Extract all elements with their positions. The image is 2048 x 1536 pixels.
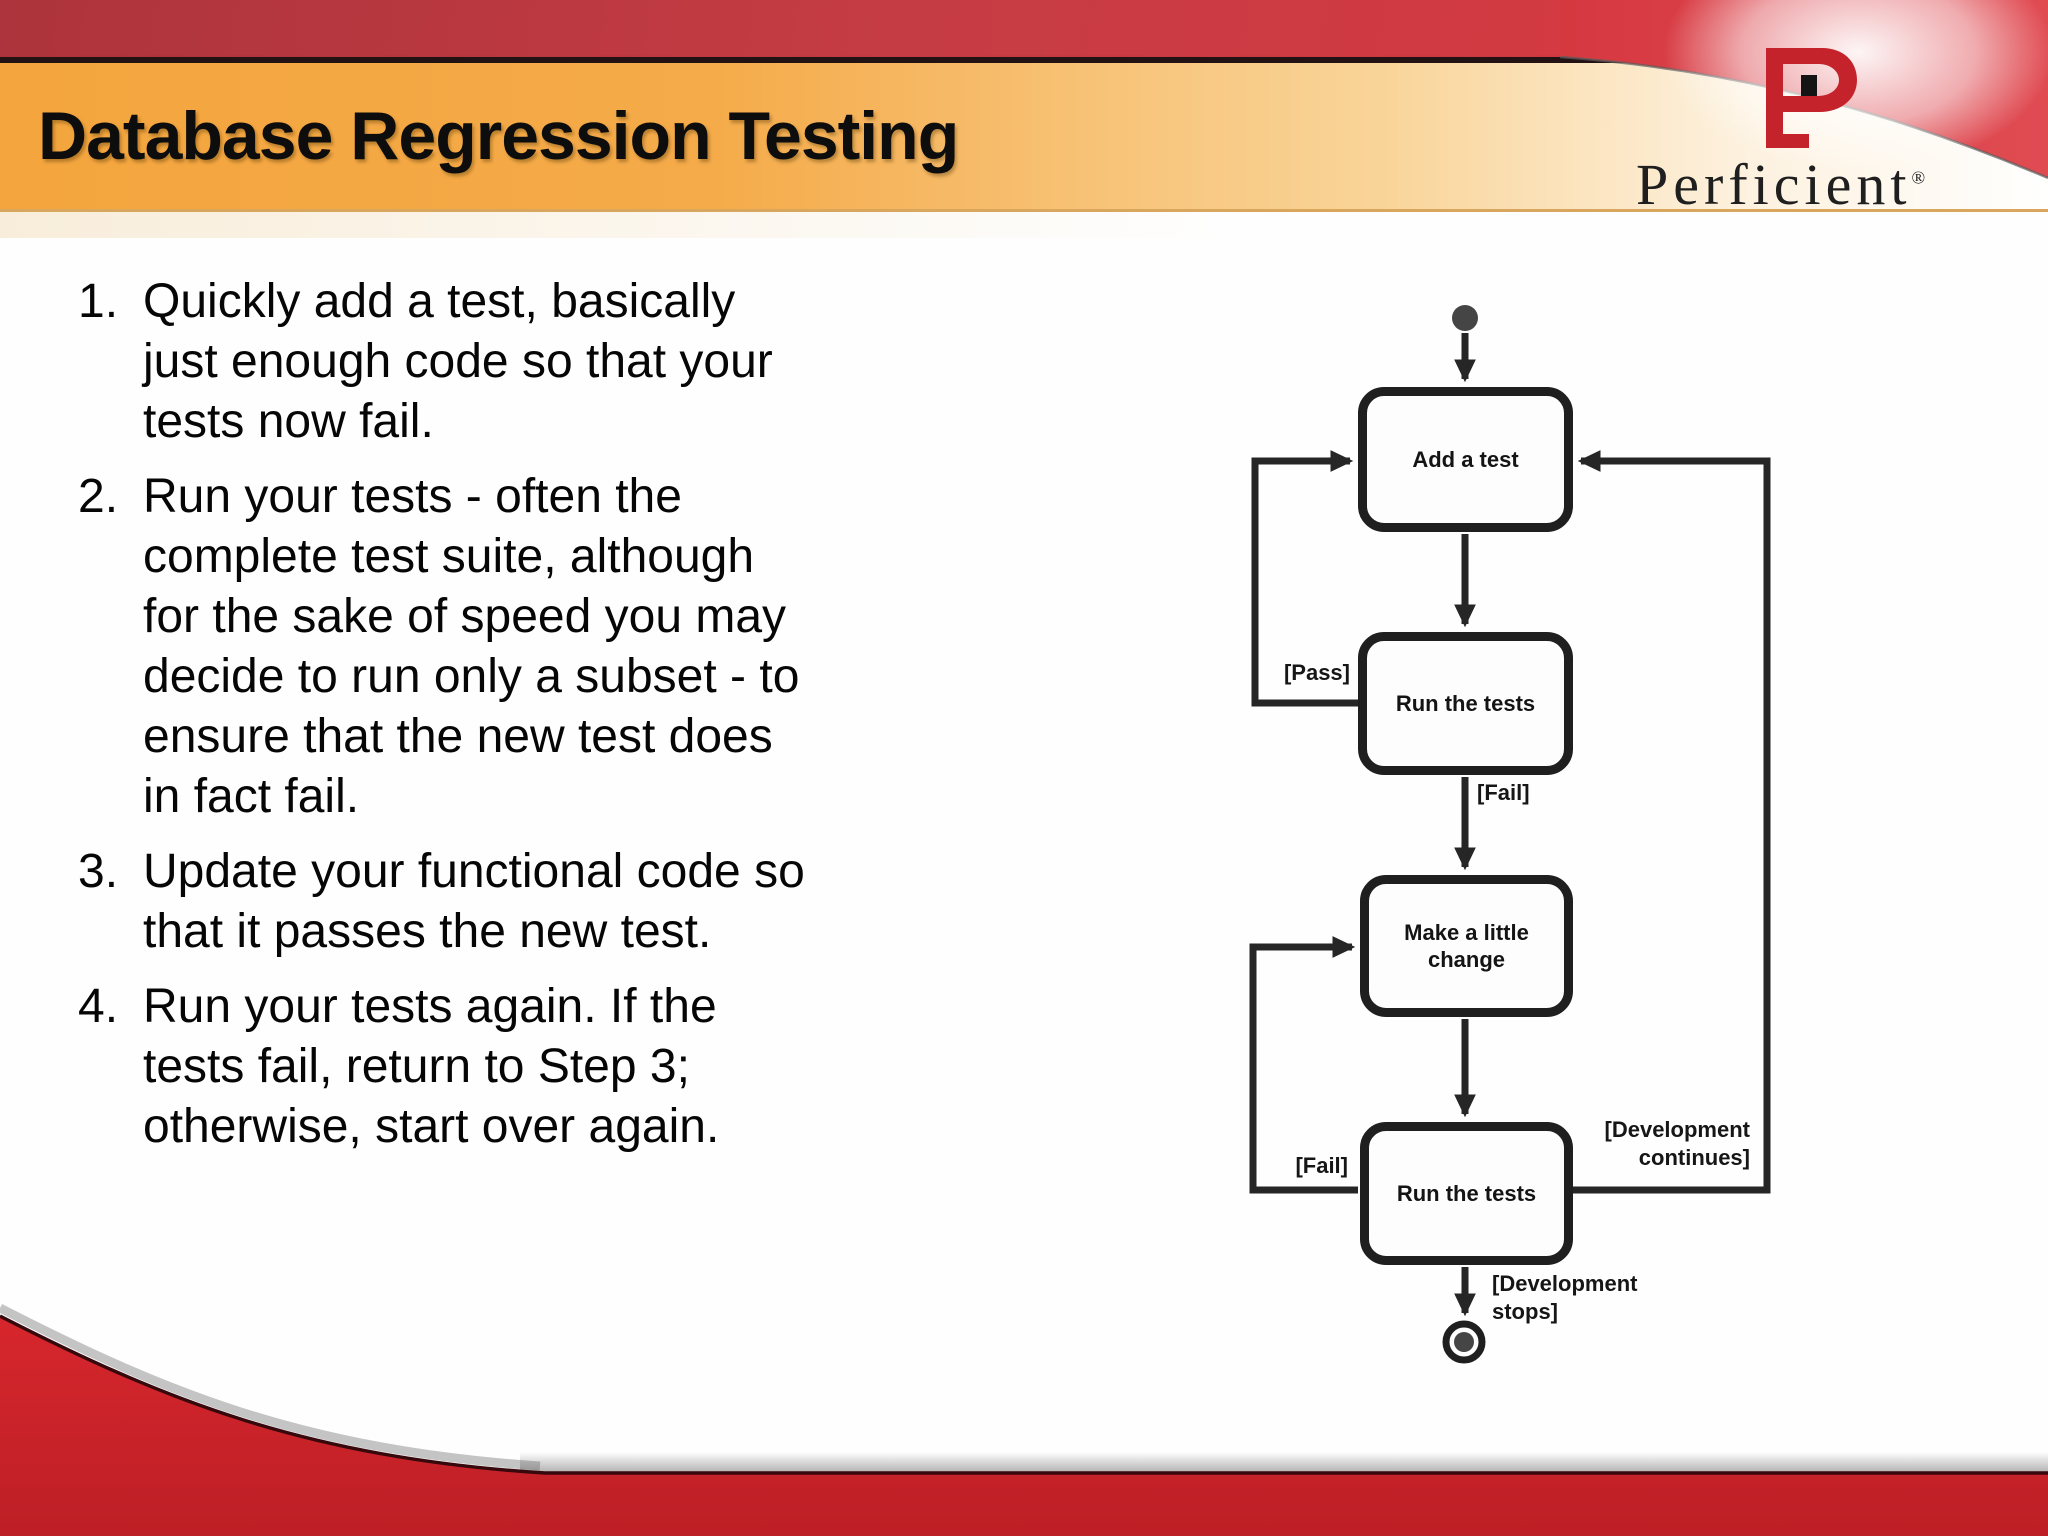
footer-shadow-strip [520, 1452, 2048, 1472]
registered-mark: ® [1911, 167, 1926, 188]
node-run-the-tests-1: Run the tests [1358, 632, 1573, 775]
list-item: 2. Run your tests - often the complete t… [78, 467, 1038, 827]
footer-curve-shadow [0, 1303, 541, 1471]
step-number: 2. [78, 470, 119, 523]
connector-development-continues [1573, 450, 1771, 1194]
step-text: Run your tests - often the complete test… [143, 470, 800, 823]
step-text: Quickly add a test, basically just enoug… [143, 275, 773, 448]
step-number: 3. [78, 845, 119, 898]
edge-label-development-continues: [Development continues] [1604, 1117, 1750, 1170]
step-number: 1. [78, 275, 119, 328]
title-bar-shadow [0, 212, 2048, 238]
initial-state-icon [1452, 305, 1478, 331]
list-item: 4. Run your tests again. If the tests fa… [78, 977, 1038, 1157]
footer-red-swoosh [0, 1316, 2048, 1536]
node-make-a-little-change: Make a little change [1360, 875, 1573, 1017]
header-divider [0, 57, 2048, 63]
brand-name: Perficient [1636, 152, 1912, 217]
footer-edge-line [0, 1314, 2048, 1475]
final-state-dot-icon [1454, 1332, 1474, 1352]
page-title: Database Regression Testing [38, 98, 959, 174]
brand-wordmark: Perficient® [1636, 156, 2016, 214]
steps-list: 1. Quickly add a test, basically just en… [78, 272, 1038, 1172]
list-item: 1. Quickly add a test, basically just en… [78, 272, 1038, 452]
edge-label-development-stops: [Development stops] [1492, 1271, 1638, 1324]
step-number: 4. [78, 980, 119, 1033]
header-red-band [0, 0, 2048, 58]
step-text: Run your tests again. If the tests fail,… [143, 980, 720, 1153]
edge-label-fail-top: [Fail] [1477, 780, 1530, 805]
edge-label-fail-bottom: [Fail] [1295, 1153, 1348, 1178]
list-item: 3. Update your functional code so that i… [78, 842, 1038, 962]
node-run-the-tests-2: Run the tests [1360, 1122, 1573, 1265]
node-add-a-test: Add a test [1358, 387, 1573, 532]
final-state-ring-icon [1442, 1320, 1486, 1364]
edge-label-pass: [Pass] [1283, 660, 1350, 685]
step-text: Update your functional code so that it p… [143, 845, 805, 958]
